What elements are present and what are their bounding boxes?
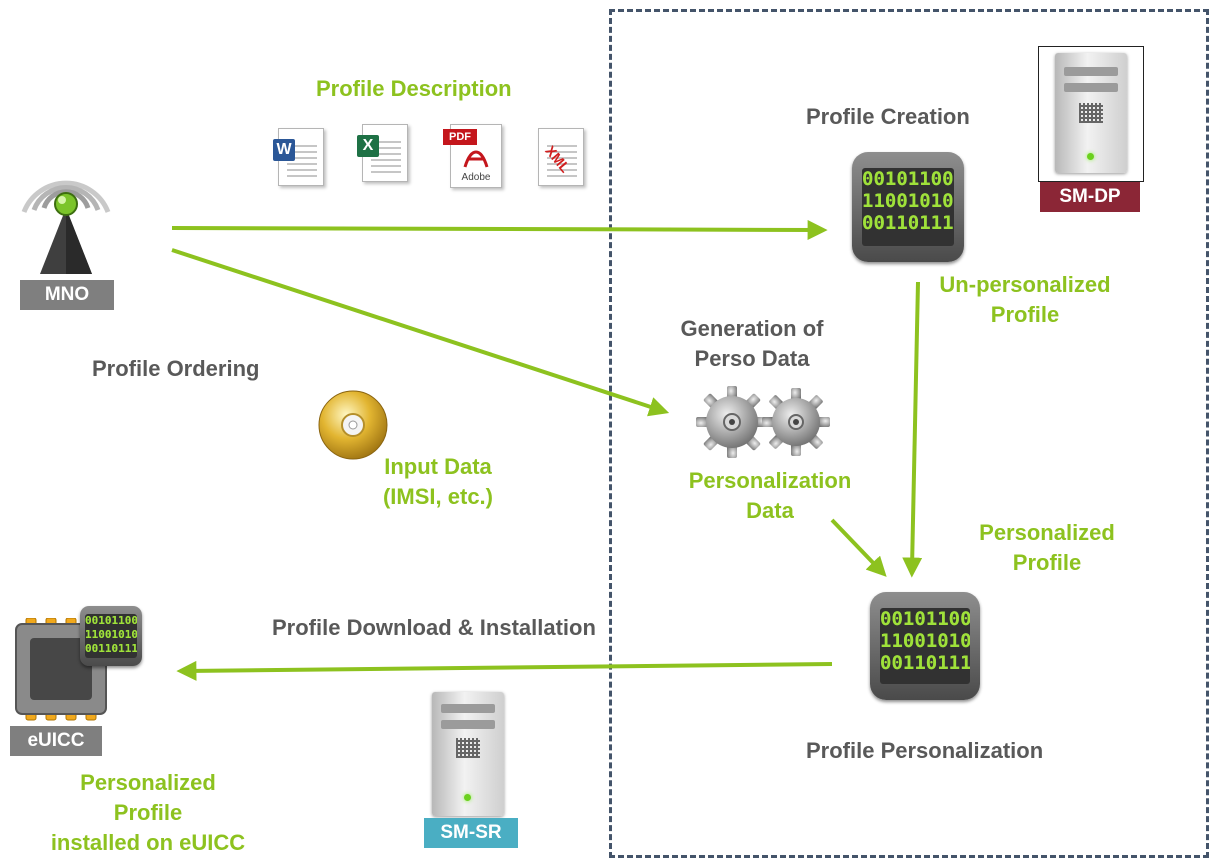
mno-antenna-icon: [21, 180, 111, 274]
personalization-data-label: Personalization Data: [688, 468, 852, 523]
installed-on-euicc-label: Personalized Profile installed on eUICC: [50, 770, 246, 855]
personalized-profile-label: Personalized Profile: [979, 520, 1115, 575]
pdf-document-icon: PDF Adobe: [443, 124, 502, 188]
arrow-mno-to-perso-data: [171, 248, 670, 417]
arrow-perso-data-to-personalization: [830, 518, 887, 577]
profile-ordering-label: Profile Ordering: [92, 356, 260, 381]
sm-sr-tag: SM-SR: [424, 818, 518, 848]
arrow-unpersonalized-to-personalization: [902, 281, 923, 578]
personalized-profile-binary-icon: 00101100 11001010 00110111: [870, 592, 980, 700]
cd-disc-icon: [318, 390, 388, 460]
sm-dp-server-icon: [1038, 46, 1144, 182]
sm-dp-domain-boundary: [609, 9, 1209, 858]
profile-download-installation-label: Profile Download & Installation: [272, 615, 596, 640]
excel-document-icon: X: [357, 124, 408, 182]
unpersonalized-profile-label: Un-personalized Profile: [939, 272, 1111, 327]
profile-creation-label: Profile Creation: [806, 104, 970, 129]
arrow-download-to-euicc: [176, 660, 833, 681]
unpersonalized-profile-binary-icon: 00101100 11001010 00110111: [852, 152, 964, 262]
profile-description-label: Profile Description: [316, 76, 512, 101]
arrow-mno-to-profile-creation: [171, 219, 828, 240]
profile-personalization-label: Profile Personalization: [806, 738, 1044, 763]
euicc-tag: eUICC: [10, 726, 102, 756]
euicc-chip-icon: 00101100 11001010 00110111: [10, 606, 142, 724]
gears-icon: [696, 386, 830, 458]
word-document-icon: W: [273, 128, 324, 186]
mno-tag: MNO: [20, 280, 114, 310]
sm-dp-tag: SM-DP: [1040, 182, 1140, 212]
xml-document-icon: XML: [538, 128, 584, 186]
generation-of-perso-data-label: Generation of Perso Data: [680, 316, 824, 371]
sm-sr-server-icon: [432, 692, 504, 816]
input-data-label: Input Data (IMSI, etc.): [382, 454, 493, 509]
